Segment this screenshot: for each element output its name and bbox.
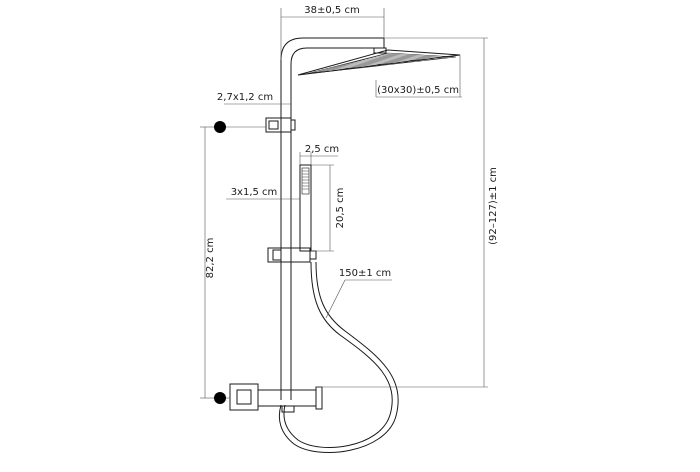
- hand-shower: [300, 165, 311, 251]
- total-height-label: (92–127)±1 cm: [488, 167, 499, 245]
- arm-width-dimension: 38±0,5 cm: [281, 5, 384, 60]
- nozzle-row: [354, 62, 394, 64]
- arm-width-label: 38±0,5 cm: [304, 5, 359, 16]
- mount-spacing-dimension: 82,2 cm: [200, 127, 216, 398]
- handle-size-dimension: 3x1,5 cm: [226, 187, 300, 199]
- nozzle-row: [332, 67, 354, 68]
- handshower-width-label: 2,5 cm: [305, 144, 339, 155]
- handshower-width-dimension: 2,5 cm: [300, 144, 339, 165]
- bottom-mount-dot: [214, 392, 226, 404]
- rain-shower-head: [298, 50, 460, 75]
- top-mount-dot: [214, 121, 226, 133]
- nozzle-row: [358, 61, 401, 64]
- hose-length-dimension: 150±1 cm: [326, 268, 392, 318]
- shower-hose: [279, 262, 398, 453]
- riser-pipe: [281, 80, 291, 400]
- nozzle-row: [351, 63, 388, 65]
- mount-spacing-label: 82,2 cm: [205, 238, 216, 279]
- handshower-length-label: 20,5 cm: [335, 188, 346, 229]
- handshower-length-dimension: 20,5 cm: [311, 165, 346, 251]
- bracket-size-label: 2,7x1,2 cm: [217, 92, 273, 103]
- thermostatic-mixer: [230, 384, 322, 412]
- hose-length-label: 150±1 cm: [339, 268, 391, 279]
- wall-mount-points: [214, 121, 266, 404]
- bracket-size-dimension: 2,7x1,2 cm: [217, 92, 291, 104]
- hand-shower-holder: [268, 248, 316, 262]
- hand-shower-nozzles: [302, 171, 309, 189]
- handle-size-label: 3x1,5 cm: [231, 187, 278, 198]
- shower-head-nozzle-pattern: [310, 54, 449, 73]
- head-size-label: (30x30)±0,5 cm: [377, 85, 459, 96]
